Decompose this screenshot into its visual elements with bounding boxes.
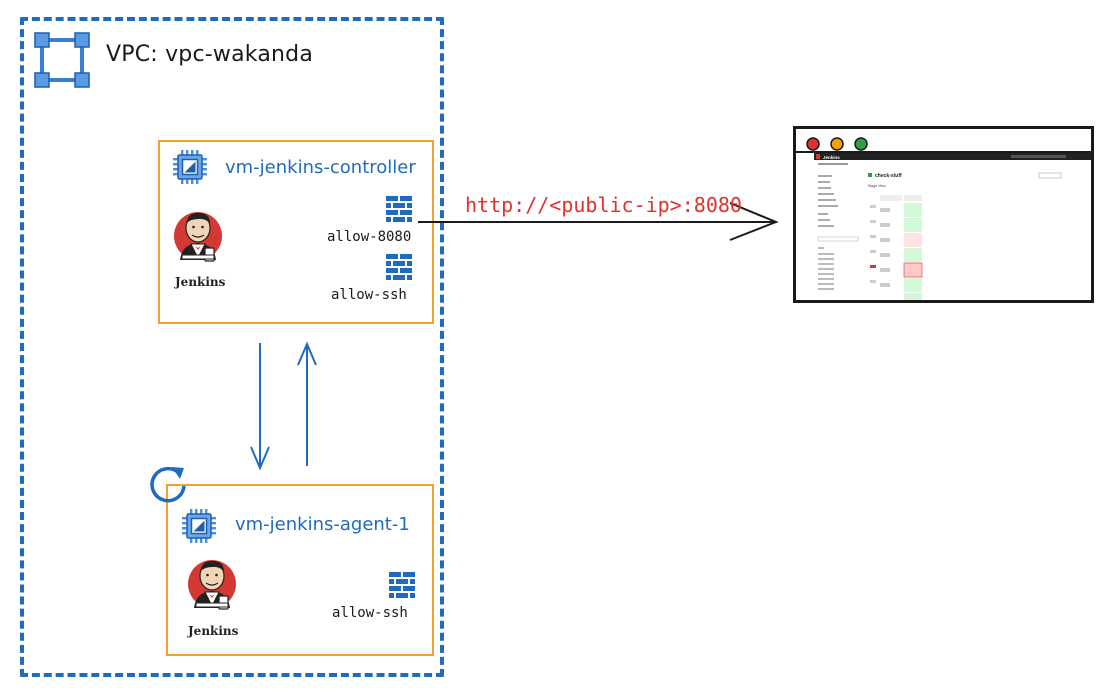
refresh-icon	[150, 466, 186, 503]
public-url-label: http://<public-ip>:8080	[465, 193, 742, 217]
arrow-agent-to-controller	[297, 341, 317, 466]
maximize-dot-icon	[854, 137, 868, 151]
firewall-icon	[386, 254, 412, 280]
firewall-icon	[389, 572, 415, 598]
vpc-icon	[34, 32, 90, 88]
cpu-chip-icon	[182, 509, 216, 543]
vm-controller-title: vm-jenkins-controller	[225, 157, 416, 178]
firewall-rule-allow-ssh: allow-ssh	[332, 605, 408, 621]
minimize-dot-icon	[830, 137, 844, 151]
browser-page-title: check-stuff	[875, 173, 902, 179]
vpc-boundary	[20, 17, 444, 677]
cpu-chip-icon	[173, 150, 207, 184]
firewall-icon	[386, 196, 412, 222]
firewall-rule-allow-8080: allow-8080	[327, 229, 412, 245]
browser-content: Jenkins check-stuff Stage View	[796, 137, 1091, 300]
stage-view-cells	[903, 203, 923, 300]
jenkins-logo-label: Jenkins	[188, 624, 239, 638]
vm-agent-box	[166, 484, 434, 656]
arrow-controller-to-agent	[250, 343, 270, 471]
jenkins-logo-icon	[174, 212, 222, 262]
vm-agent-title: vm-jenkins-agent-1	[235, 514, 410, 535]
vpc-title: VPC: vpc-wakanda	[106, 42, 314, 67]
jenkins-logo-label: Jenkins	[175, 275, 226, 289]
browser-section-title: Stage View	[868, 184, 886, 188]
browser-app-name: Jenkins	[823, 155, 840, 160]
close-dot-icon	[806, 137, 820, 151]
arrow-controller-to-browser	[418, 202, 779, 241]
firewall-rule-allow-ssh: allow-ssh	[331, 287, 407, 303]
sidebar-menu	[818, 175, 838, 227]
vm-controller-box	[158, 140, 434, 324]
browser-window: Jenkins check-stuff Stage View	[793, 126, 1094, 303]
jenkins-logo-icon	[188, 560, 236, 610]
